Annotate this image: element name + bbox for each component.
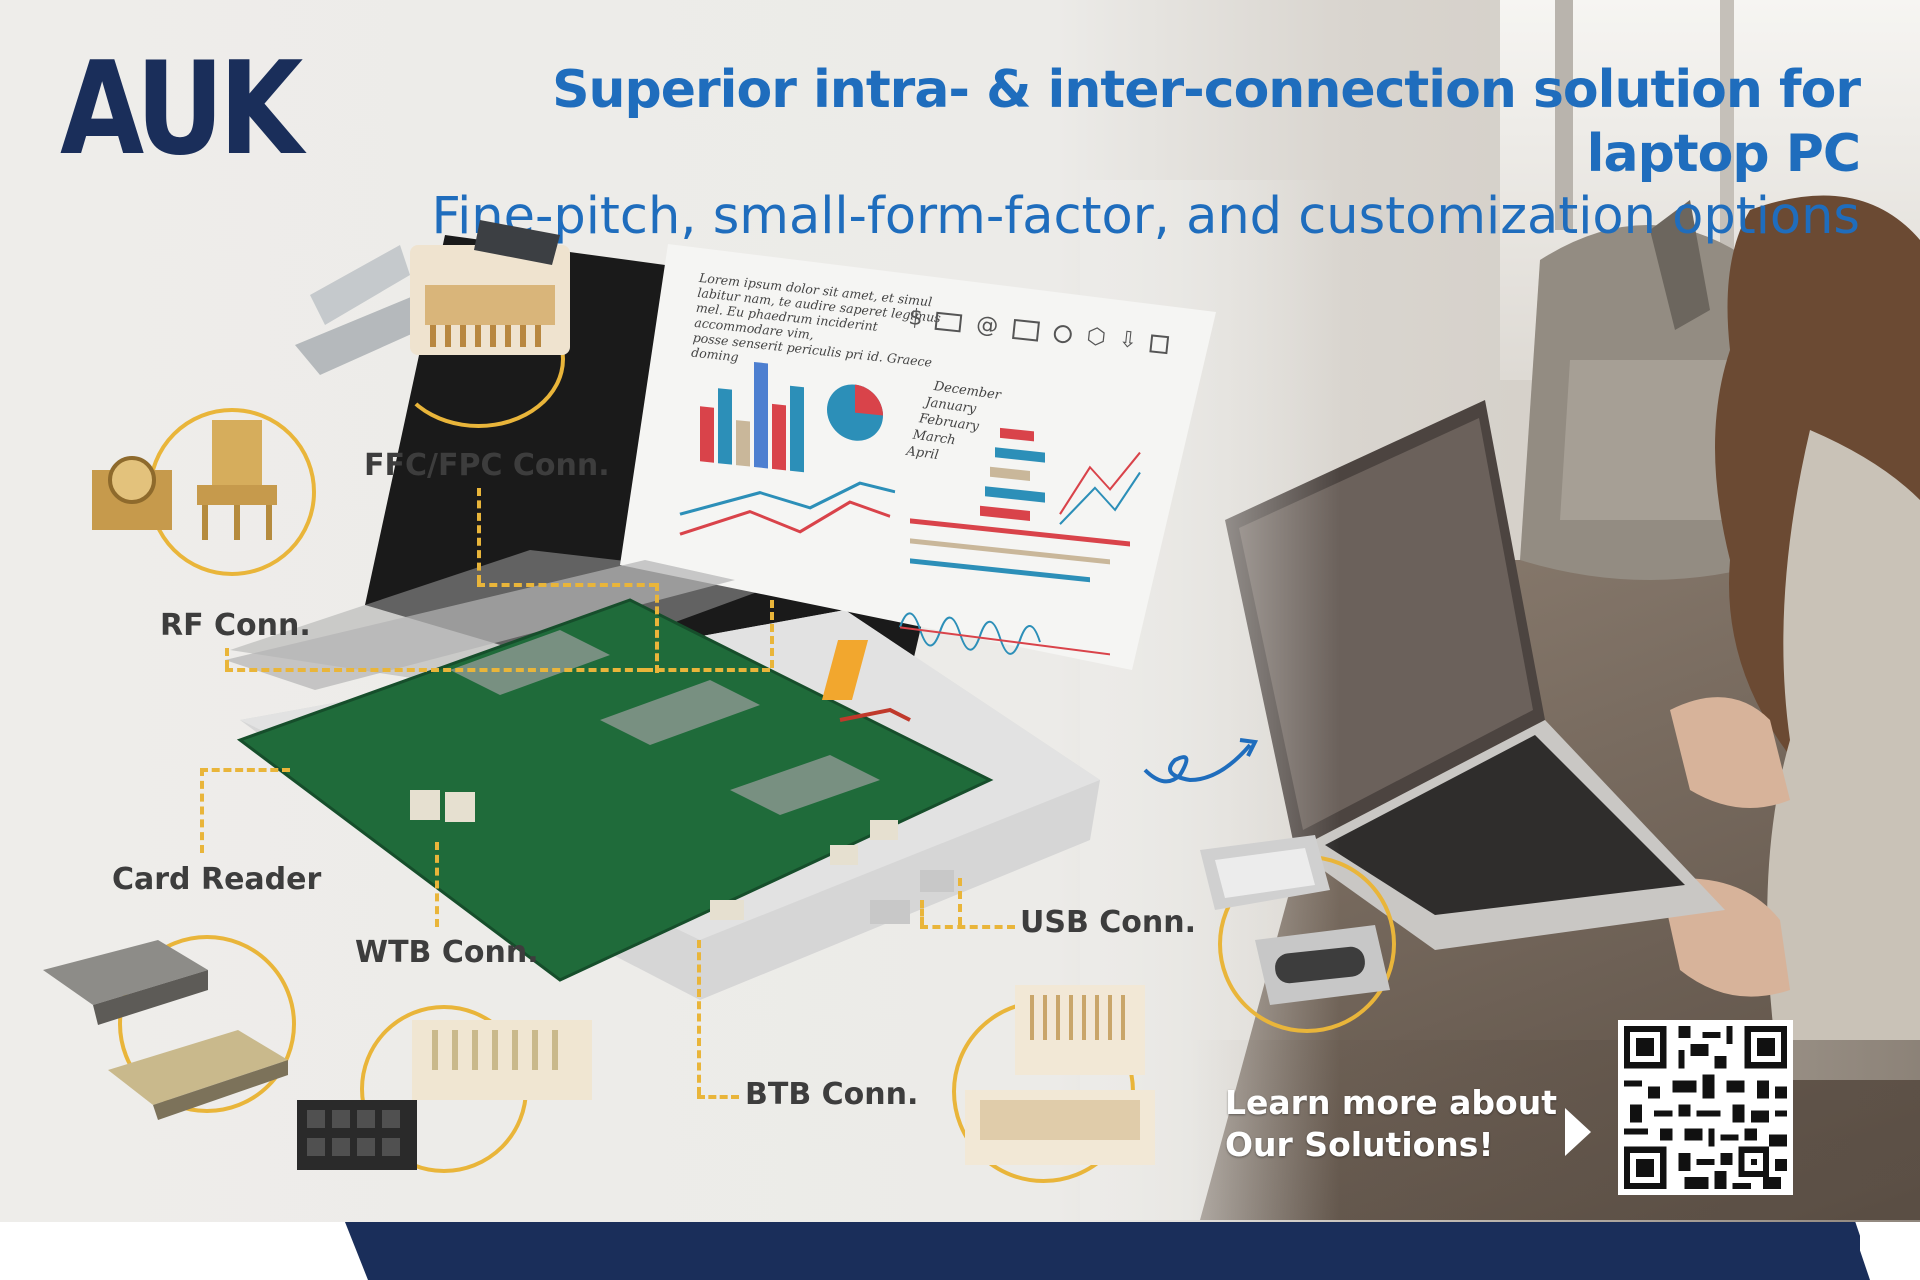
mail-icon xyxy=(1012,318,1040,342)
learn-more-cta[interactable]: Learn more about Our Solutions! xyxy=(1225,1082,1557,1166)
footer-band xyxy=(0,1222,1920,1280)
keyboard-ghost xyxy=(225,560,735,690)
cta-backdrop xyxy=(1190,1040,1920,1225)
leader-line xyxy=(225,668,645,672)
usb-connector-image xyxy=(1200,835,1390,1005)
leader-line xyxy=(435,842,439,927)
leader-line xyxy=(200,768,290,772)
leader-line xyxy=(477,583,657,587)
at-icon: @ xyxy=(975,312,1000,340)
window-frame xyxy=(1720,0,1734,300)
pcb-board xyxy=(236,598,994,982)
leader-line xyxy=(200,768,204,853)
window-frame xyxy=(1555,0,1573,230)
btb-connector-image xyxy=(965,985,1155,1165)
headline-line1: Superior intra- & inter-connection solut… xyxy=(552,60,1861,184)
leader-line xyxy=(920,925,1015,929)
rf-label: RF Conn. xyxy=(160,608,311,643)
qr-code-icon[interactable] xyxy=(1618,1020,1793,1195)
card-reader-ring xyxy=(118,935,296,1113)
ffc-connector-ring xyxy=(392,290,565,428)
leader-line xyxy=(645,668,770,672)
leader-line xyxy=(225,648,229,668)
cta-line2: Our Solutions! xyxy=(1225,1125,1494,1164)
swirl-arrow-icon xyxy=(1143,738,1259,784)
leader-line xyxy=(920,900,924,925)
wtb-connector-image xyxy=(297,1020,592,1170)
ffc-connector-image xyxy=(295,220,570,375)
cta-line1: Learn more about xyxy=(1225,1083,1557,1122)
rf-connector-image xyxy=(92,420,277,540)
logo-wordmark: AUK xyxy=(60,35,303,184)
card-reader-image xyxy=(43,940,288,1120)
backpack-illustration xyxy=(1520,200,1780,580)
wtb-label: WTB Conn. xyxy=(355,935,539,970)
screen-graphics xyxy=(679,361,1141,656)
dollar-icon: $ xyxy=(907,305,924,332)
leader-line xyxy=(655,583,659,673)
headline-line2: Fine-pitch, small-form-factor, and custo… xyxy=(431,187,1860,246)
leader-line xyxy=(477,488,481,583)
usb-label: USB Conn. xyxy=(1020,905,1197,940)
woman-illustration xyxy=(1660,195,1920,1080)
money-icon xyxy=(934,311,963,333)
leader-line xyxy=(697,1095,739,1099)
laptop-screen xyxy=(620,244,1216,670)
ffc-label: FFC/FPC Conn. xyxy=(364,448,610,483)
play-arrow-icon[interactable] xyxy=(1565,1108,1591,1156)
leader-line xyxy=(958,878,962,925)
card-reader-label: Card Reader xyxy=(112,862,322,897)
leader-line xyxy=(697,940,701,1095)
headline: Superior intra- & inter-connection solut… xyxy=(360,58,1861,248)
leader-line xyxy=(770,600,774,668)
btb-label: BTB Conn. xyxy=(745,1077,919,1112)
auk-logo[interactable]: AUK xyxy=(60,40,303,182)
